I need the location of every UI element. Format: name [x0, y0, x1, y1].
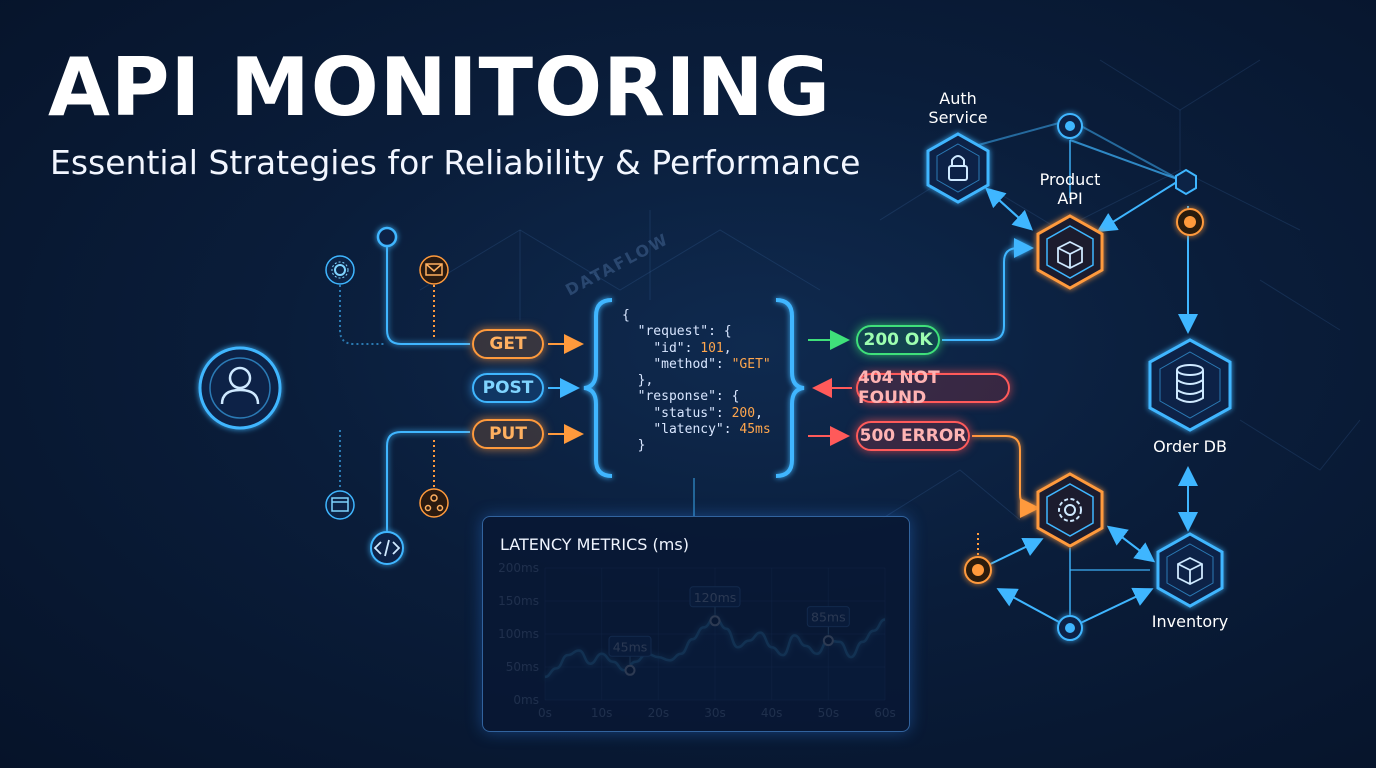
latency-chart-title: LATENCY METRICS (ms): [500, 535, 689, 554]
product-api-node[interactable]: [1036, 214, 1104, 290]
request-arrows: [548, 334, 584, 444]
user-icon: [220, 366, 260, 405]
put-method-badge[interactable]: PUT: [472, 419, 544, 449]
status-500-badge[interactable]: 500 ERROR: [856, 421, 970, 451]
order-db-node[interactable]: [1148, 338, 1232, 432]
response-arrows: [808, 330, 852, 446]
network-dots: [964, 113, 1204, 641]
auth-service-node[interactable]: [926, 132, 990, 204]
page-subtitle: Essential Strategies for Reliability & P…: [50, 143, 861, 182]
client-node[interactable]: [198, 346, 282, 430]
client-connectors: [282, 245, 470, 540]
json-payload: { "request": { "id": 101, "method": "GET…: [622, 308, 771, 454]
page-title: API MONITORING: [48, 41, 832, 134]
inventory-label: Inventory: [1151, 612, 1229, 631]
endpoint-node: [376, 226, 398, 248]
code-brackets-icon: [370, 531, 404, 565]
browser-window-icon: [325, 490, 355, 520]
box-icon: [1177, 556, 1203, 586]
database-icon: [1176, 364, 1204, 403]
gear-icon: [325, 255, 355, 285]
latency-metrics-panel: [482, 516, 910, 732]
get-method-badge[interactable]: GET: [472, 329, 544, 359]
post-method-badge[interactable]: POST: [472, 373, 544, 403]
user-network-icon: [419, 488, 449, 518]
service-connectors: [942, 118, 1198, 629]
gear-icon: [1058, 498, 1082, 522]
order-db-label: Order DB: [1153, 437, 1227, 456]
lock-icon: [948, 155, 968, 181]
cube-icon: [1057, 240, 1083, 270]
gateway-node[interactable]: [1036, 472, 1104, 548]
inventory-node[interactable]: [1156, 532, 1224, 608]
envelope-icon: [419, 255, 449, 285]
status-404-badge[interactable]: 404 NOT FOUND: [856, 368, 1010, 408]
payload-braces: [583, 298, 805, 478]
status-200-badge[interactable]: 200 OK: [856, 325, 940, 355]
